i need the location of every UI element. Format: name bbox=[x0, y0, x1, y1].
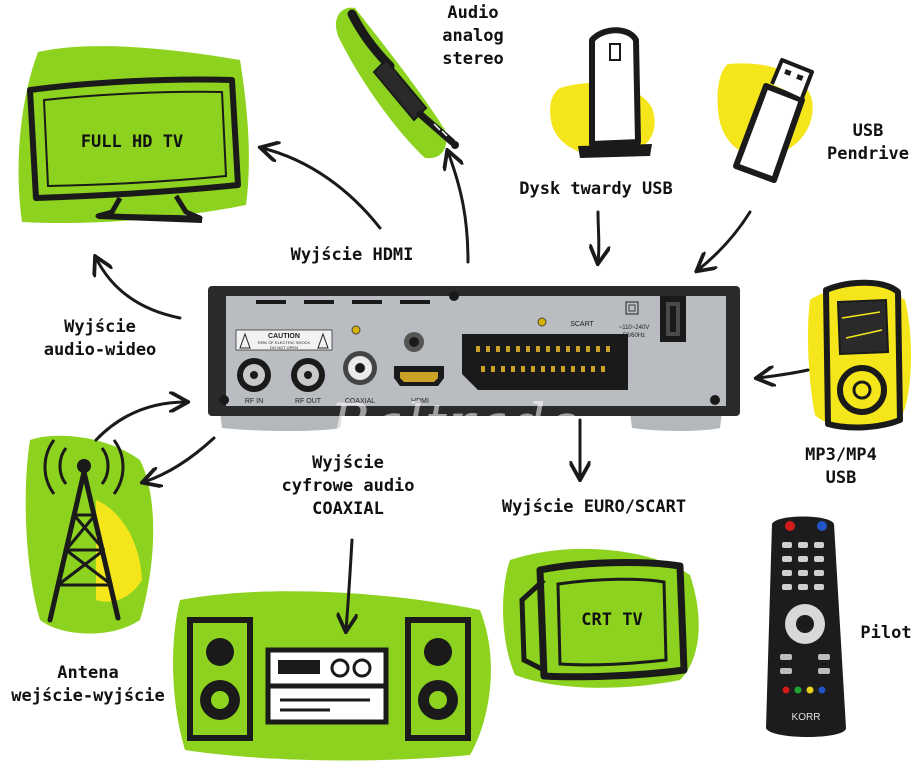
crt-tv-icon bbox=[519, 559, 688, 681]
arrow-from-pendrive bbox=[698, 210, 752, 270]
usb-port bbox=[660, 296, 686, 342]
arrow-from-antenna bbox=[94, 402, 186, 442]
rf-in-label: RF IN bbox=[245, 398, 263, 405]
receiver-back-panel: CAUTION RISK OF ELECTRIC SHOCK DO NOT OP… bbox=[208, 286, 740, 431]
antenna bbox=[25, 435, 154, 634]
crt-tv: CRT TV bbox=[503, 548, 699, 688]
arrow-from-mp3 bbox=[758, 370, 810, 378]
antenna-tower-icon bbox=[43, 439, 125, 623]
coaxial-port bbox=[343, 351, 377, 385]
label-usb-pendrive: USB Pendrive bbox=[827, 121, 909, 164]
remote-brand: KORR bbox=[792, 712, 821, 723]
caution-line2: DO NOT OPEN bbox=[270, 345, 298, 350]
rf-in-port bbox=[237, 358, 271, 392]
label-coaxial-out: Wyjście cyfrowe audio COAXIAL bbox=[281, 453, 415, 519]
connection-arrows bbox=[94, 148, 810, 630]
audio-out-port bbox=[404, 332, 424, 352]
rf-out-port bbox=[291, 358, 325, 392]
label-scart-out: Wyjście EURO/SCART bbox=[501, 497, 687, 517]
rf-out-label: RF OUT bbox=[295, 398, 322, 405]
coaxial-label: COAXIAL bbox=[345, 398, 375, 405]
usb-hard-drive-icon bbox=[578, 27, 652, 158]
usb-pendrive-icon bbox=[733, 58, 814, 183]
arrow-to-audio-jack bbox=[448, 152, 470, 264]
label-antenna-io: Antena wejście-wyjście bbox=[11, 663, 165, 706]
full-hd-tv: FULL HD TV bbox=[18, 46, 249, 224]
label-hdmi-out: Wyjście HDMI bbox=[290, 245, 414, 265]
watermark: Baltrade bbox=[330, 392, 582, 455]
hdmi-port bbox=[394, 366, 444, 386]
arrow-to-antenna bbox=[144, 436, 216, 482]
arrow-av-to-tv bbox=[96, 258, 182, 320]
crt-tv-screen-text: CRT TV bbox=[581, 610, 642, 630]
usb-pendrive bbox=[717, 58, 814, 183]
caution-title: CAUTION bbox=[268, 333, 300, 340]
remote-control-icon: KORR bbox=[766, 516, 846, 737]
label-remote: Pilot bbox=[860, 623, 912, 643]
hdmi-label: HDMI bbox=[411, 398, 429, 405]
power-line1: ~110~240V bbox=[619, 325, 650, 331]
arrow-from-hdd bbox=[598, 210, 599, 262]
label-av-out: Wyjście audio-wideo bbox=[43, 317, 157, 360]
mp3-player bbox=[807, 279, 912, 431]
arrow-hdmi-to-tv bbox=[262, 148, 382, 230]
stereo bbox=[173, 591, 491, 761]
mp3-player-icon bbox=[823, 279, 903, 431]
caution-line1: RISK OF ELECTRIC SHOCK bbox=[258, 340, 311, 345]
flatscreen-tv-icon bbox=[27, 76, 241, 223]
power-line2: 50/60Hz bbox=[623, 333, 645, 339]
scart-label: SCART bbox=[570, 321, 594, 328]
full-hd-tv-screen-text: FULL HD TV bbox=[81, 132, 183, 152]
label-usb-hdd: Dysk twardy USB bbox=[519, 179, 673, 199]
label-audio-analog: Audio analog stereo bbox=[442, 3, 504, 69]
stereo-system-icon bbox=[187, 617, 471, 741]
arrow-to-stereo bbox=[346, 538, 352, 630]
scart-port bbox=[462, 334, 628, 390]
usb-hdd bbox=[550, 27, 655, 158]
label-mp3-usb: MP3/MP4 USB bbox=[805, 445, 877, 488]
